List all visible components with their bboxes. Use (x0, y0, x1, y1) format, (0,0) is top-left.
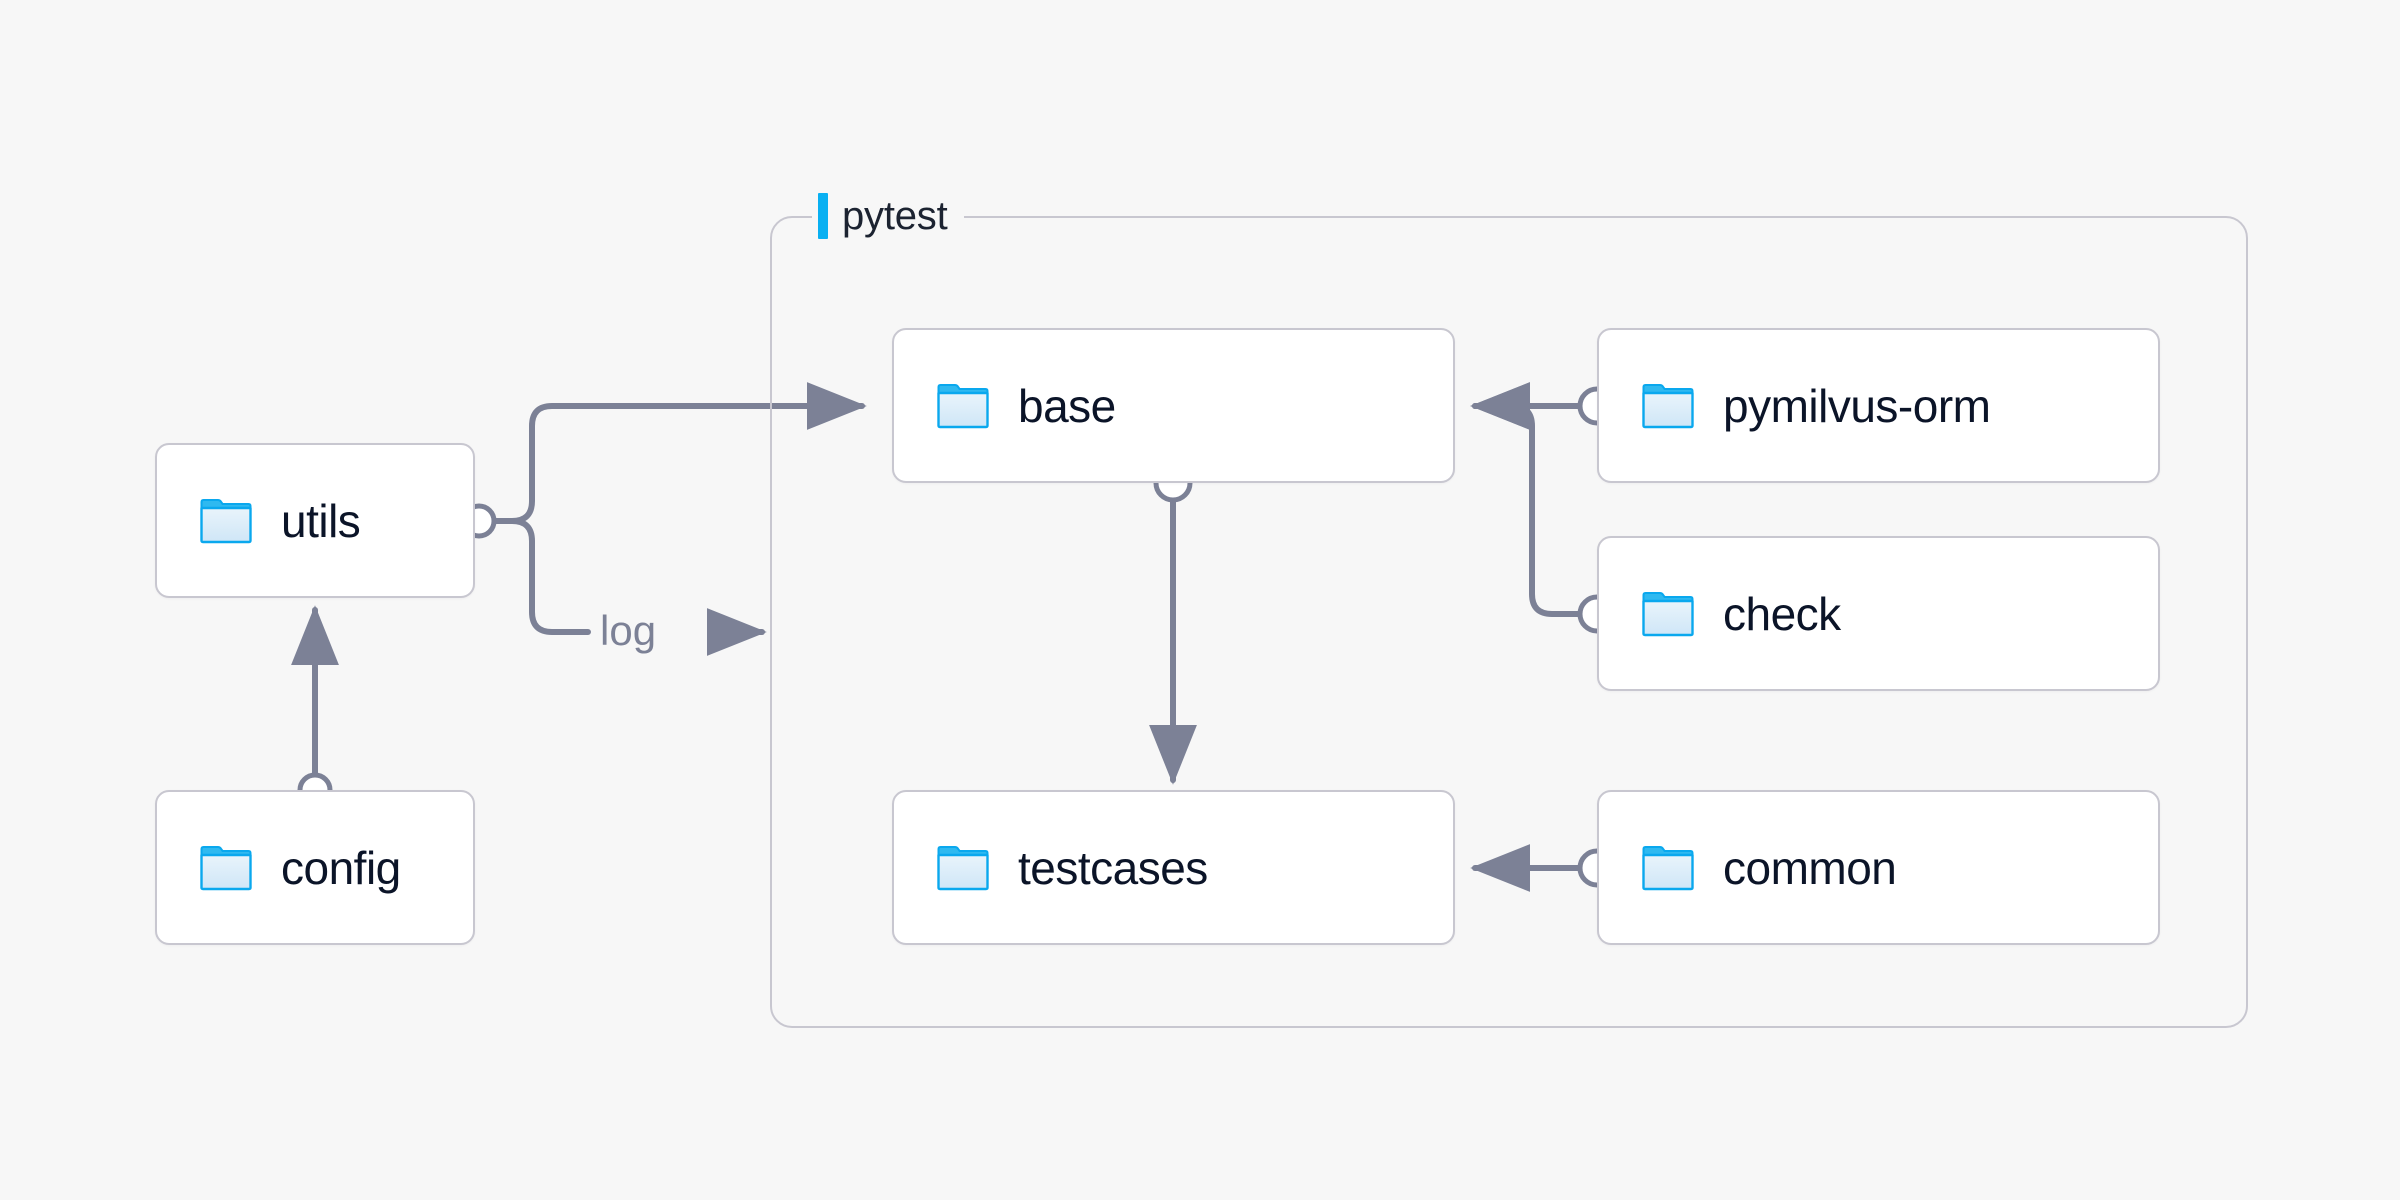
edge-label-log: log (600, 607, 657, 654)
edge-utils-to-log (492, 518, 591, 635)
folder-icon (200, 498, 252, 543)
folder-icon (937, 383, 989, 428)
group-label-text: pytest (842, 194, 948, 238)
node-config[interactable]: config (155, 790, 475, 945)
node-testcases[interactable]: testcases (892, 790, 1455, 945)
node-common[interactable]: common (1597, 790, 2160, 945)
folder-icon (1642, 383, 1694, 428)
node-label: common (1723, 841, 1897, 894)
node-utils[interactable]: utils (155, 443, 475, 598)
node-label: pymilvus-orm (1723, 379, 1991, 432)
node-base[interactable]: base (892, 328, 1455, 483)
node-label: base (1018, 379, 1116, 432)
node-pymilvus-orm[interactable]: pymilvus-orm (1597, 328, 2160, 483)
folder-icon (937, 845, 989, 890)
node-label: utils (281, 494, 361, 547)
group-accent-bar (818, 193, 828, 239)
folder-icon (200, 845, 252, 890)
node-check[interactable]: check (1597, 536, 2160, 691)
node-label: config (281, 841, 401, 894)
node-label: testcases (1018, 841, 1208, 894)
folder-icon (1642, 845, 1694, 890)
node-label: check (1723, 587, 1841, 640)
group-label-pytest: pytest (812, 187, 964, 245)
group-pytest[interactable] (770, 216, 2248, 1028)
folder-icon (1642, 591, 1694, 636)
